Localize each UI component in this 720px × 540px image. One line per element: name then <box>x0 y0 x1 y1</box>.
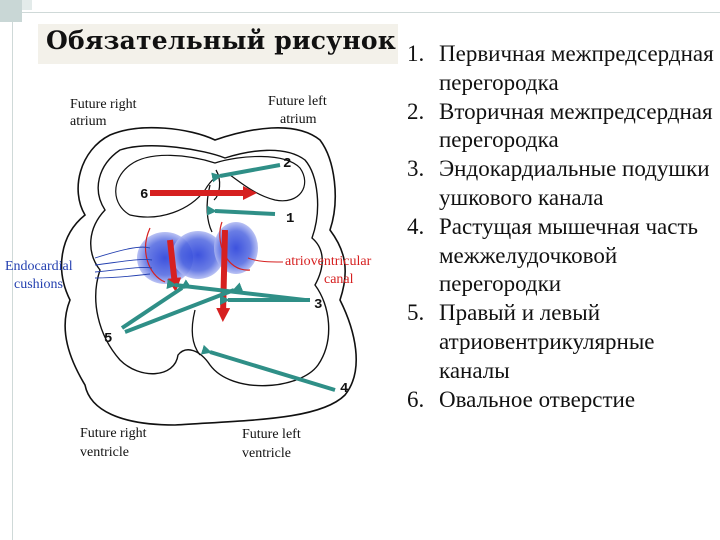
list-text: Эндокардиальные подушки ушкового канала <box>439 156 710 210</box>
pointer-arrow-5-left <box>120 279 192 330</box>
list-text: Вторичная межпредсердная перегородка <box>439 98 713 153</box>
label-future-right-ventricle: Future right <box>80 426 147 441</box>
list-number: 2. <box>407 98 425 124</box>
left-av-flow-arrow <box>216 229 231 322</box>
heart-diagram: Future right atrium Future left atrium F… <box>0 70 405 540</box>
heart-outer-outline <box>60 126 357 426</box>
list-text: Первичная межпредсердная перегородка <box>439 41 714 95</box>
label-future-right-atrium: Future right <box>70 97 137 112</box>
av-canal-leader <box>247 257 284 263</box>
label-future-left-atrium: Future left <box>268 94 327 109</box>
label-future-right-atrium: atrium <box>70 114 107 129</box>
corner-decoration <box>22 0 32 10</box>
endocardial-cushion-center <box>172 231 224 279</box>
list-item: 1. Первичная межпредсердная перегородка <box>400 40 718 98</box>
list-text: Правый и левый атриовентрикулярные канал… <box>439 300 655 383</box>
label-future-left-atrium: atrium <box>280 112 317 127</box>
ventricular-septum <box>191 309 201 356</box>
frame-line <box>0 12 720 13</box>
list-item: 5. Правый и левый атриовентрикулярные кан… <box>400 299 718 385</box>
title-background <box>38 24 398 64</box>
label-av-canal: atrioventricular <box>285 254 372 269</box>
heart-diagram-svg: Future right atrium Future left atrium F… <box>5 94 372 461</box>
legend-list: 1. Первичная межпредсердная перегородка 2… <box>400 40 718 414</box>
list-item: 2. Вторичная межпредсердная перегородка <box>400 98 718 156</box>
av-canal-outline-left <box>145 227 166 283</box>
list-number: 1. <box>407 41 425 66</box>
list-text: Овальное отверстие <box>439 386 636 412</box>
list-item: 4. Растущая мышечная часть межжелудочково… <box>400 213 718 299</box>
label-av-canal: canal <box>324 272 354 287</box>
diagram-number-6: 6 <box>140 187 148 203</box>
pointer-arrow-4 <box>200 344 336 392</box>
label-future-left-ventricle: Future left <box>242 427 301 442</box>
diagram-number-2: 2 <box>283 156 291 172</box>
list-number: 4. <box>407 213 425 239</box>
slide-title: Обязательный рисунок <box>46 26 396 55</box>
list-number: 6. <box>407 386 425 412</box>
label-endocardial-cushions: Endocardial <box>5 259 73 274</box>
heart-inner-outline <box>90 145 330 387</box>
diagram-number-5: 5 <box>104 331 112 347</box>
frame-line <box>12 0 13 540</box>
cushion-leader-lines <box>94 246 153 279</box>
diagram-number-4: 4 <box>340 381 348 397</box>
label-future-right-ventricle: ventricle <box>80 445 129 460</box>
pointer-arrow-3-left <box>166 279 306 302</box>
list-item: 6. Овальное отверстие <box>400 386 718 415</box>
pointer-arrow-1 <box>206 205 276 216</box>
label-future-left-ventricle: ventricle <box>242 446 291 461</box>
list-number: 3. <box>407 156 425 182</box>
pointer-arrow-5-right <box>124 282 244 334</box>
list-item: 3. Эндокардиальные подушки ушкового канал… <box>400 155 718 213</box>
label-endocardial-cushions: cushions <box>14 277 63 292</box>
right-av-flow-arrow <box>167 239 182 292</box>
pointer-arrow-2 <box>211 163 281 183</box>
corner-decoration <box>0 0 22 22</box>
diagram-number-1: 1 <box>286 211 294 227</box>
list-number: 5. <box>407 300 425 326</box>
diagram-number-3: 3 <box>314 297 322 313</box>
list-text: Растущая мышечная часть межжелудочковой … <box>439 213 698 297</box>
